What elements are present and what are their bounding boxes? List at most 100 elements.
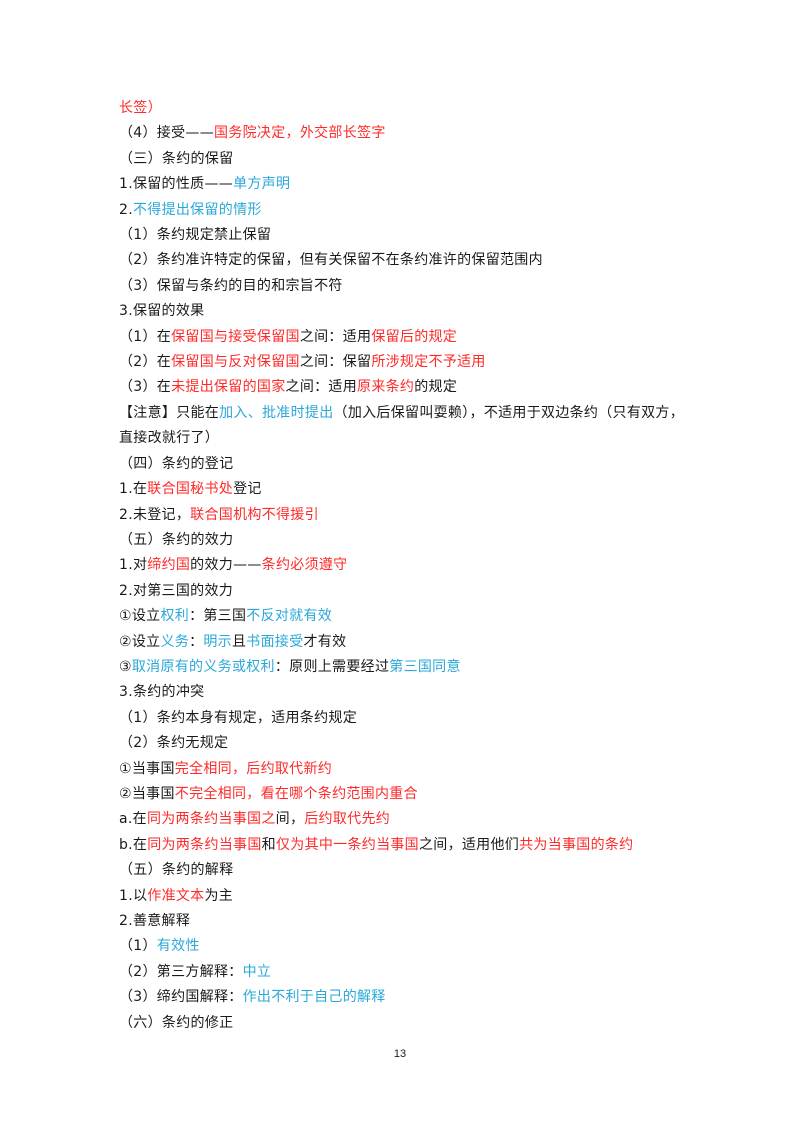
highlighted-text: 保留后的规定 — [371, 328, 458, 345]
text-line: ②设立义务：明示且书面接受才有效 — [119, 630, 689, 655]
text-line: 长签） — [119, 96, 689, 121]
highlighted-text: 未提出保留的国家 — [171, 379, 286, 396]
text-run: （五）条约的效力 — [119, 531, 234, 548]
text-run: 间， — [275, 811, 305, 828]
text-line: a.在同为两条约当事国之间，后约取代先约 — [119, 807, 689, 832]
text-run: （加入后保留叫耍赖），不适用于双边条约（只有双方，直接改就行了） — [119, 404, 685, 447]
highlighted-text: 作准文本 — [147, 887, 205, 904]
text-run: 【注意】只能在 — [119, 404, 220, 421]
highlighted-text: 作出不利于自己的解释 — [242, 989, 386, 1006]
highlighted-text: 不得提出保留的情形 — [132, 201, 262, 218]
text-line: （五）条约的解释 — [119, 858, 689, 883]
text-run: 2. — [119, 201, 133, 218]
text-line: 【注意】只能在加入、批准时提出（加入后保留叫耍赖），不适用于双边条约（只有双方，… — [119, 401, 689, 452]
text-line: 2.未登记，联合国机构不得援引 — [119, 503, 689, 528]
highlighted-text: 联合国机构不得援引 — [190, 506, 319, 523]
text-run: a.在 — [119, 811, 147, 828]
text-line: 1.保留的性质——单方声明 — [119, 172, 689, 197]
text-line: （五）条约的效力 — [119, 528, 689, 553]
text-run: 3.保留的效果 — [119, 303, 205, 320]
text-line: 1.在联合国秘书处登记 — [119, 477, 689, 502]
text-run: （1） — [119, 938, 157, 955]
text-run: 3.条约的冲突 — [119, 684, 205, 701]
text-line: （1）条约本身有规定，适用条约规定 — [119, 706, 689, 731]
document-body: 长签） （4）接受——国务院决定，外交部长签字 （三）条约的保留 1.保留的性质——单… — [119, 96, 689, 1036]
text-line: 2.对第三国的效力 — [119, 579, 689, 604]
highlighted-text: 共为当事国的条约 — [519, 836, 634, 853]
text-run: ： — [189, 633, 204, 650]
text-run: 和 — [261, 836, 276, 853]
text-run: （四）条约的登记 — [119, 455, 234, 472]
text-run: 1.对 — [119, 557, 148, 574]
text-run: ：第三国 — [189, 608, 247, 625]
text-run: ②当事国 — [119, 785, 175, 802]
text-run: （三）条约的保留 — [119, 150, 234, 167]
highlighted-text: 第三国同意 — [389, 658, 461, 675]
text-line: （六）条约的修正 — [119, 1011, 689, 1036]
text-run: （3）缔约国解释： — [119, 989, 243, 1006]
text-line: （3）在未提出保留的国家之间：适用原来条约的规定 — [119, 375, 689, 400]
text-line: ①设立权利：第三国不反对就有效 — [119, 604, 689, 629]
highlighted-text: 不完全相同，看在哪个条约范围内重合 — [174, 785, 418, 802]
text-run: 的效力—— — [190, 557, 262, 574]
text-run: （六）条约的修正 — [119, 1014, 234, 1031]
text-line: 3.条约的冲突 — [119, 680, 689, 705]
highlighted-text: 书面接受 — [246, 633, 304, 650]
text-run: （2）在 — [119, 354, 172, 371]
text-run: 登记 — [233, 481, 262, 498]
page-number: 13 — [393, 1048, 407, 1060]
highlighted-text: 联合国秘书处 — [147, 481, 234, 498]
text-line: （1）条约规定禁止保留 — [119, 223, 689, 248]
text-run: ①当事国 — [119, 760, 175, 777]
text-line: 1.对缔约国的效力——条约必须遵守 — [119, 553, 689, 578]
text-run: 1.保留的性质—— — [119, 176, 234, 193]
text-run: 之间：适用 — [285, 379, 358, 396]
text-line: （三）条约的保留 — [119, 147, 689, 172]
highlighted-text: 后约取代先约 — [304, 811, 391, 828]
text-line: 1.以作准文本为主 — [119, 884, 689, 909]
highlighted-text: 所涉规定不予适用 — [371, 354, 486, 371]
text-line: （1）在保留国与接受保留国之间：适用保留后的规定 — [119, 325, 689, 350]
highlighted-text: 长签） — [119, 100, 162, 116]
highlighted-text: 加入、批准时提出 — [219, 404, 334, 421]
text-line: （1）有效性 — [119, 934, 689, 959]
highlighted-text: 中立 — [242, 963, 272, 980]
text-line: （3）缔约国解释：作出不利于自己的解释 — [119, 985, 689, 1010]
text-run: ①设立 — [119, 608, 161, 625]
highlighted-text: 有效性 — [156, 938, 200, 955]
highlighted-text: 同为两条约当事国 — [147, 836, 262, 853]
highlighted-text: 不反对就有效 — [246, 608, 333, 625]
text-run: ：原则上需要经过 — [274, 658, 390, 675]
text-run: （3）在 — [119, 379, 172, 396]
highlighted-text: 条约必须遵守 — [261, 557, 348, 574]
text-line: （2）条约无规定 — [119, 731, 689, 756]
highlighted-text: 原来条约 — [357, 379, 415, 396]
highlighted-text: 权利 — [160, 608, 190, 625]
text-run: 之间：适用 — [299, 328, 372, 345]
highlighted-text: 取消原有的义务或权利 — [131, 658, 275, 675]
highlighted-text: 国务院决定，外交部长签字 — [214, 125, 386, 142]
text-run: 的规定 — [414, 379, 458, 396]
text-line: ①当事国完全相同，后约取代新约 — [119, 757, 689, 782]
text-run: 2.未登记， — [119, 506, 191, 523]
text-run: ③ — [119, 658, 132, 675]
text-run: 1.以 — [119, 887, 148, 904]
highlighted-text: 同为两条约当事国之 — [146, 811, 276, 828]
text-run: （4）接受—— — [119, 125, 215, 142]
text-line: （3）保留与条约的目的和宗旨不符 — [119, 274, 689, 299]
text-line: 2.不得提出保留的情形 — [119, 198, 689, 223]
text-line: 2.善意解释 — [119, 909, 689, 934]
text-run: 2.对第三国的效力 — [119, 582, 234, 599]
highlighted-text: 仅为其中一条约当事国 — [275, 836, 419, 853]
text-run: ②设立 — [119, 633, 161, 650]
text-run: 2.善意解释 — [119, 913, 191, 929]
text-run: （3）保留与条约的目的和宗旨不符 — [119, 277, 343, 294]
text-line: （2）第三方解释：中立 — [119, 960, 689, 985]
text-line: （2）在保留国与反对保留国之间：保留所涉规定不予适用 — [119, 350, 689, 375]
text-run: 之间，适用他们 — [418, 836, 520, 853]
highlighted-text: 缔约国 — [147, 557, 191, 574]
highlighted-text: 义务 — [160, 633, 190, 650]
text-run: （1）条约规定禁止保留 — [119, 227, 272, 244]
text-line: （四）条约的登记 — [119, 452, 689, 477]
text-line: ②当事国不完全相同，看在哪个条约范围内重合 — [119, 782, 689, 807]
